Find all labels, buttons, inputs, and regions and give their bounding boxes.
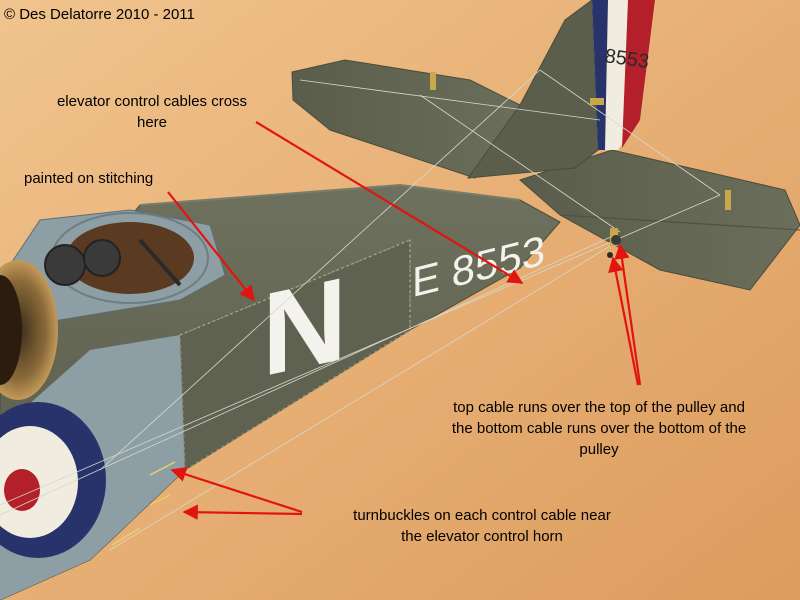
fuselage-letter: N <box>262 252 347 402</box>
arrow-stitching <box>167 191 255 302</box>
engine-cowling <box>0 260 58 400</box>
copyright-notice: © Des Delatorre 2010 - 2011 <box>4 6 195 23</box>
cockpit <box>0 209 226 331</box>
turnbuckles-text: turnbuckles on each control cable near t… <box>353 507 611 545</box>
fin-and-rudder: 8553 <box>466 0 655 179</box>
elevator-cables-text: elevator control cables cross here <box>56 93 248 131</box>
arrow-pulley-top <box>614 243 642 386</box>
turnbuckles-label: turnbuckles on each control cable near t… <box>318 505 646 547</box>
pulley-label: top cable runs over the top of the pulle… <box>418 397 780 460</box>
pulley-text: top cable runs over the top of the pulle… <box>451 399 747 458</box>
arrow-turnbuckle-lower <box>182 504 303 520</box>
roundel <box>0 402 106 558</box>
elevator-cables-label: elevator control cables cross here <box>18 91 286 133</box>
stitching-label: painted on stitching <box>24 168 153 189</box>
arrow-elevator-cables <box>255 121 524 284</box>
arrow-turnbuckle-upper <box>170 466 303 514</box>
annotation-arrows <box>167 121 642 520</box>
arrow-pulley-bottom <box>608 256 640 386</box>
stitching-text: painted on stitching <box>24 170 154 187</box>
tailplane <box>291 59 800 291</box>
turnbuckles <box>111 461 176 546</box>
